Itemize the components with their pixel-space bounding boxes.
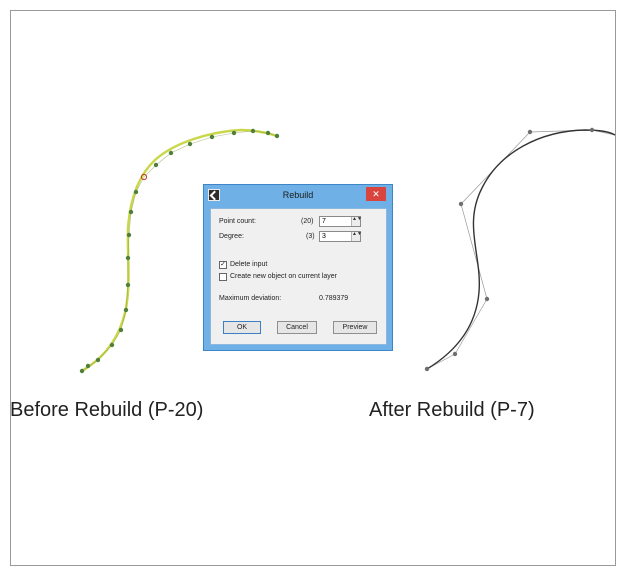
dialog-titlebar[interactable]: Rebuild ✕ [204,185,392,207]
delete-input-label[interactable]: Delete input [230,261,268,268]
control-point[interactable] [452,351,458,357]
control-point[interactable] [187,141,193,147]
degree-label: Degree: [219,233,244,240]
max-deviation-value: 0.789379 [319,295,349,302]
after-curve[interactable] [426,129,616,370]
after-caption: After Rebuild (P-7) [369,399,535,421]
control-point[interactable] [153,162,159,168]
control-point-selected[interactable] [140,173,148,181]
control-point[interactable] [274,133,280,139]
control-point[interactable] [458,201,464,207]
control-point[interactable] [527,129,533,135]
ok-button[interactable]: OK [223,321,261,334]
delete-input-checkbox[interactable]: ✓ [219,261,227,269]
point-count-input[interactable]: 7 ▲▼ [319,216,362,227]
create-new-object-label[interactable]: Create new object on current layer [230,273,337,280]
preview-button[interactable]: Preview [333,321,377,334]
control-point[interactable] [79,368,85,374]
degree-original: (3) [306,233,315,240]
control-point[interactable] [125,255,131,261]
control-point[interactable] [133,189,139,195]
control-point[interactable] [250,128,256,134]
control-point[interactable] [209,134,215,140]
dialog-body: Point count: (20) 7 ▲▼ Degree: (3) 3 ▲▼ … [210,208,387,345]
rhino-app-icon [208,189,220,201]
point-count-label: Point count: [219,218,256,225]
control-point[interactable] [168,150,174,156]
control-point[interactable] [118,327,124,333]
control-point[interactable] [123,307,129,313]
control-point[interactable] [484,296,490,302]
control-point[interactable] [128,209,134,215]
before-control-points[interactable] [79,128,280,374]
control-point[interactable] [125,282,131,288]
before-caption: Before Rebuild (P-20) [10,399,204,421]
control-point[interactable] [589,127,595,133]
after-control-polygon [426,129,616,370]
control-point[interactable] [109,342,115,348]
control-point[interactable] [85,363,91,369]
dialog-title: Rebuild [282,190,314,200]
control-point[interactable] [126,232,132,238]
max-deviation-label: Maximum deviation: [219,295,282,302]
degree-input[interactable]: 3 ▲▼ [319,231,362,242]
control-point[interactable] [424,366,430,372]
point-count-spinner[interactable]: ▲▼ [351,217,362,226]
create-new-object-checkbox[interactable] [219,273,227,281]
cancel-button[interactable]: Cancel [277,321,317,334]
point-count-value: 7 [322,218,326,225]
degree-spinner[interactable]: ▲▼ [351,232,362,241]
rebuild-dialog: Rebuild ✕ Point count: (20) 7 ▲▼ Degree:… [203,184,393,351]
control-point[interactable] [265,130,271,136]
control-point[interactable] [95,357,101,363]
after-control-points[interactable] [424,127,595,372]
control-point[interactable] [231,130,237,136]
close-button[interactable]: ✕ [366,187,386,201]
degree-value: 3 [322,233,326,240]
point-count-original: (20) [301,218,314,225]
